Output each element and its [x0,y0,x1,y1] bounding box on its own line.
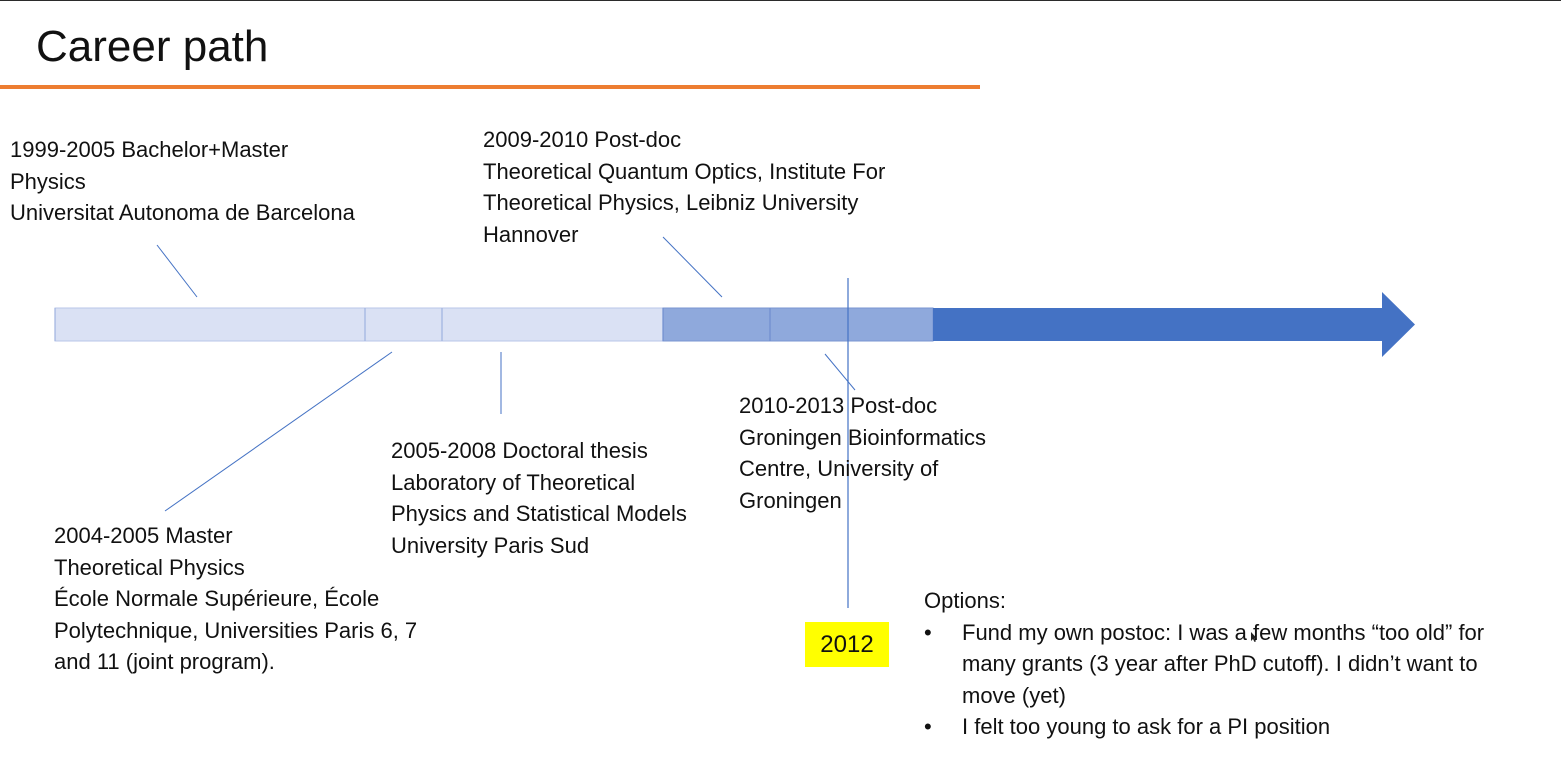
event-text: École Normale Supérieure, École [54,586,380,611]
option-line: many grants (3 year after PhD cutoff). I… [962,651,1478,676]
event-postdoc-groningen: 2010-2013 Post-doc Groningen Bioinformat… [739,390,986,516]
option-line: move (yet) [962,682,1066,708]
year-badge: 2012 [805,622,889,667]
event-text: 2004-2005 Master [54,523,233,548]
event-text: Physics and Statistical Models [391,501,687,526]
event-text: Polytechnique, Universities Paris 6, 7 [54,617,418,643]
connector-bachelor [156,244,198,298]
event-text: Theoretical Quantum Optics, Institute Fo… [483,158,886,184]
connector-master [164,351,393,512]
event-text: 2010-2013 Post-doc [739,393,938,418]
event-text: Theoretical Physics, Leibniz University [483,190,859,215]
event-text: Universitat Autonoma de Barcelona [10,200,355,225]
list-item: Fund my own postoc: I was a few months “… [924,617,1484,712]
options-heading: Options: [924,588,1006,613]
event-postdoc-hannover: 2009-2010 Post-doc Theoretical Quantum O… [483,124,885,250]
event-text: Groningen Bioinformatics [739,424,987,450]
list-item: I felt too young to ask for a PI positio… [924,711,1484,743]
event-text: University Paris Sud [391,532,590,558]
event-text: Hannover [483,221,579,247]
event-text: 2005-2008 Doctoral thesis [391,438,648,463]
timeline-arrow-future [933,292,1415,357]
event-text: Theoretical Physics [54,554,245,580]
connector-postdoc2 [824,353,856,391]
top-border [0,0,1561,1]
option-line: Fund my own postoc: I was a few months “… [962,619,1485,645]
event-doctoral: 2005-2008 Doctoral thesis Laboratory of … [391,435,687,561]
event-text: Centre, University of [739,456,939,481]
event-text: 2009-2010 Post-doc [483,127,682,152]
option-line: I felt too young to ask for a PI positio… [962,714,1331,739]
event-bachelor: 1999-2005 Bachelor+Master Physics Univer… [10,134,355,229]
options-panel: Options: Fund my own postoc: I was a few… [924,585,1484,743]
connector-postdoc1 [662,236,723,298]
event-text: Groningen [739,487,842,513]
mouse-cursor-icon [1251,632,1257,642]
options-list: Fund my own postoc: I was a few months “… [924,617,1484,743]
timeline-segment-postdoc [662,307,934,342]
event-text: 1999-2005 Bachelor+Master [10,137,289,162]
event-text: Physics [10,168,86,194]
timeline-segment-early [54,307,664,342]
title-underline [0,85,980,89]
event-master: 2004-2005 Master Theoretical Physics Éco… [54,520,417,678]
slide-title: Career path [36,22,269,71]
event-text: and 11 (joint program). [54,649,275,674]
event-text: Laboratory of Theoretical [391,469,636,495]
